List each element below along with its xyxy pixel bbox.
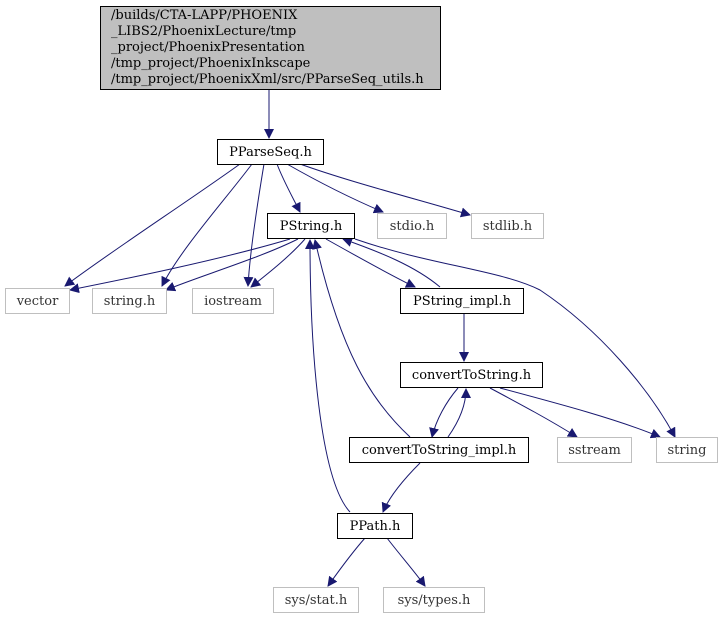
node-string-h[interactable]: string.h <box>92 288 167 314</box>
edge-pstring-pstring-impl <box>325 238 416 288</box>
edge-ppath-sys-types <box>386 537 426 587</box>
node-stdlib[interactable]: stdlib.h <box>471 213 544 239</box>
node-string[interactable]: string <box>656 437 718 463</box>
edge-ppath-pstring <box>305 239 351 513</box>
edge-pstring-vector <box>69 238 291 294</box>
node-vector[interactable]: vector <box>5 288 70 314</box>
edge-pstring-string-h <box>165 238 299 292</box>
node-stdio[interactable]: stdio.h <box>377 213 447 239</box>
edges <box>64 90 676 587</box>
node-pstring[interactable]: PString.h <box>267 213 355 239</box>
edge-pparseseq-pstring <box>276 163 301 213</box>
node-iostream[interactable]: iostream <box>192 288 274 314</box>
edge-pstring-iostream <box>250 238 306 288</box>
node-sstream[interactable]: sstream <box>557 437 632 463</box>
root-path-line: /tmp_project/PhoenixXml/src/PParseSeq_ut… <box>111 72 424 87</box>
node-pparseseq[interactable]: PParseSeq.h <box>217 139 324 165</box>
root-file-node[interactable]: /builds/CTA-LAPP/PHOENIX _LIBS2/PhoenixL… <box>100 6 441 90</box>
edge-converttostring-impl-converttostring <box>447 388 471 438</box>
edge-pparseseq-string-h <box>161 163 253 287</box>
node-pstring-impl[interactable]: PString_impl.h <box>400 288 524 314</box>
root-path-line: /builds/CTA-LAPP/PHOENIX <box>111 8 298 23</box>
edge-converttostring-impl-ppath <box>381 462 421 513</box>
edge-pstring-string <box>354 238 676 438</box>
node-sys-types[interactable]: sys/types.h <box>383 587 485 613</box>
edge-pparseseq-vector <box>64 163 241 287</box>
edge-pparseseq-stdlib <box>299 163 471 218</box>
edge-converttostring-sstream <box>489 387 578 438</box>
edge-converttostring-converttostring-impl <box>429 387 459 438</box>
node-sys-stat[interactable]: sys/stat.h <box>273 587 359 613</box>
edge-pstring-impl-pstring <box>342 237 441 288</box>
edge-ppath-sys-stat <box>327 537 366 587</box>
edge-pparseseq-stdio <box>286 163 384 214</box>
node-ppath[interactable]: PPath.h <box>337 513 413 539</box>
edge-converttostring-string <box>499 387 661 439</box>
root-path-line: /tmp_project/PhoenixInkscape <box>111 56 311 71</box>
node-converttostring-impl[interactable]: convertToString_impl.h <box>349 437 529 463</box>
node-converttostring[interactable]: convertToString.h <box>400 362 543 388</box>
root-path-line: _project/PhoenixPresentation <box>111 40 305 55</box>
root-path-line: _LIBS2/PhoenixLecture/tmp <box>111 24 297 39</box>
edge-converttostring-impl-pstring <box>312 239 411 438</box>
edge-pparseseq-iostream <box>243 163 265 287</box>
